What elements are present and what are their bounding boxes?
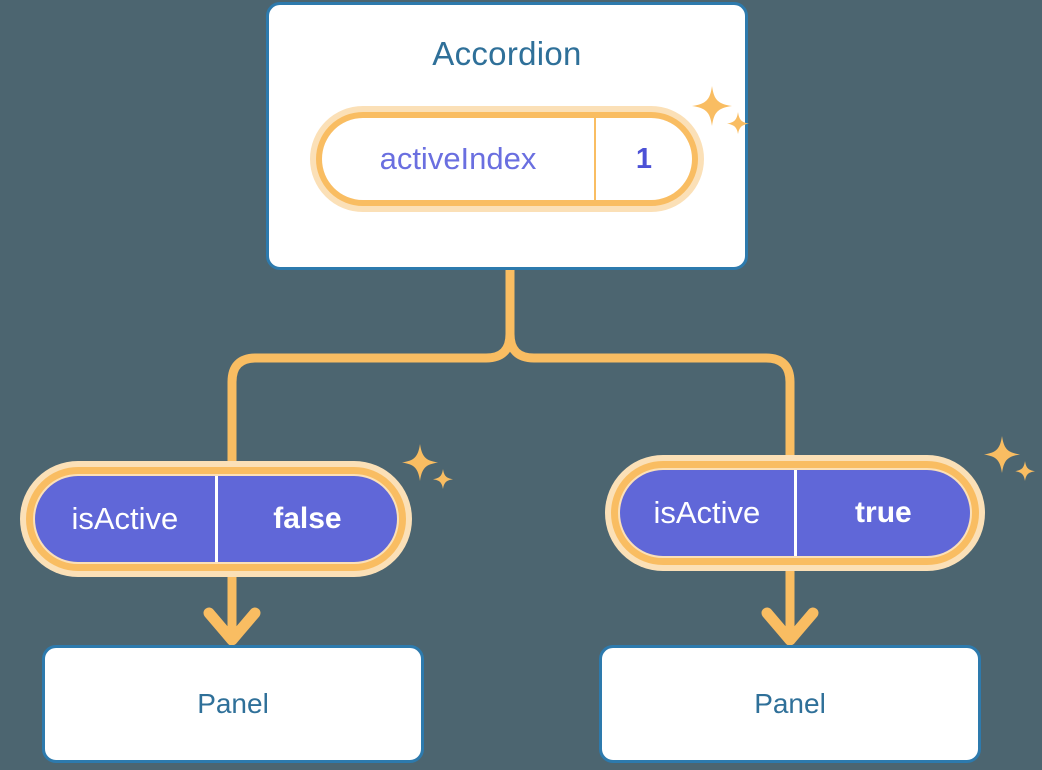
panel-node-label: Panel xyxy=(754,688,826,719)
state-pill-is-active-false[interactable]: isActive false xyxy=(20,461,412,577)
sparkle-icon xyxy=(402,444,438,481)
panel-node-right[interactable]: Panel xyxy=(599,645,981,763)
state-pill-active-index[interactable]: activeIndex 1 xyxy=(310,106,704,212)
sparkle-group-right xyxy=(980,434,1040,501)
connector-right-branch xyxy=(505,265,795,467)
sparkle-icon xyxy=(433,469,453,489)
sparkle-icon xyxy=(1015,461,1035,481)
sparkle-icon xyxy=(984,436,1020,473)
state-pill-key: isActive xyxy=(35,476,218,562)
panel-node-left[interactable]: Panel xyxy=(42,645,424,763)
connector-left-branch xyxy=(227,265,515,473)
state-pill-key: activeIndex xyxy=(322,118,596,200)
state-pill-value: 1 xyxy=(596,118,692,200)
arrow-down-icon-left xyxy=(203,571,261,646)
accordion-node-title: Accordion xyxy=(432,35,582,72)
state-pill-value: true xyxy=(796,470,970,556)
arrow-down-icon-right xyxy=(761,565,819,646)
state-pill-value: false xyxy=(217,476,397,562)
state-pill-key: isActive xyxy=(620,470,797,556)
state-pill-is-active-true[interactable]: isActive true xyxy=(605,455,985,571)
panel-node-label: Panel xyxy=(197,688,269,719)
